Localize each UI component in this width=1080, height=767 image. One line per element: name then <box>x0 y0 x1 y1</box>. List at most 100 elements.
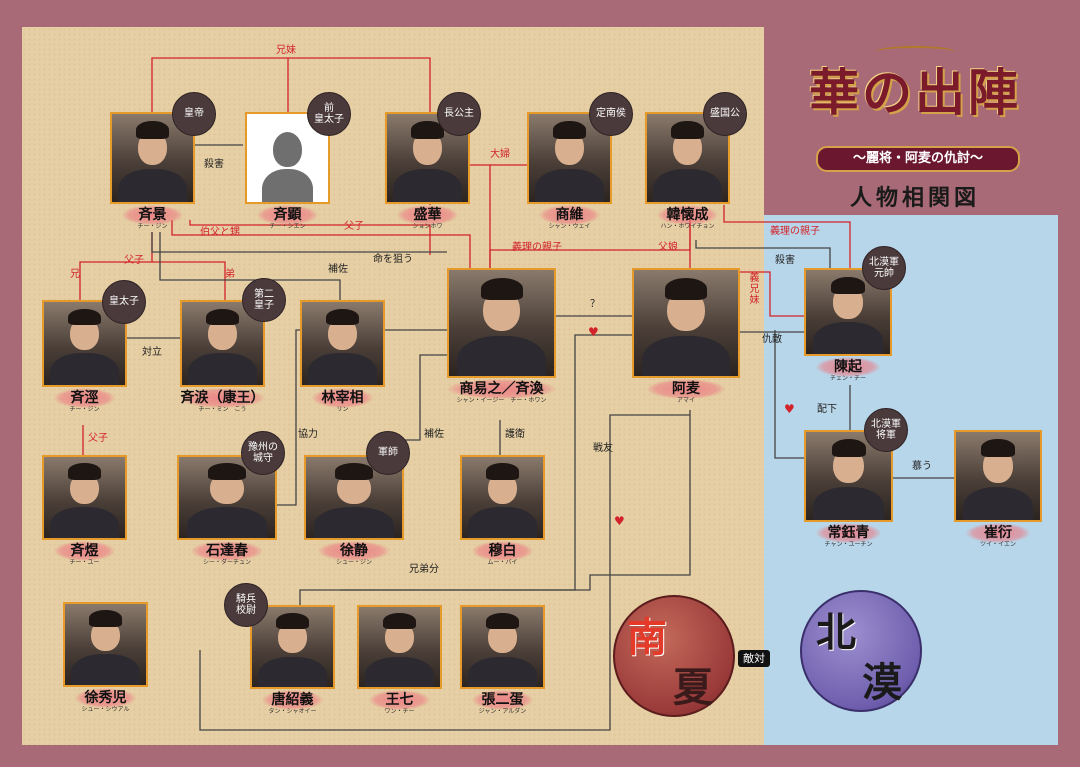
label-question: ？ <box>590 299 600 310</box>
char-kana: チー・ジン <box>69 406 100 413</box>
label-uncle: 伯父と甥 <box>200 227 240 238</box>
label-kill2: 殺害 <box>775 255 795 266</box>
label-fatherson3: 父子 <box>88 433 108 444</box>
role-badge: 第二 皇子 <box>242 278 286 322</box>
char-name: 徐秀児 <box>84 690 127 706</box>
role-badge: 長公主 <box>437 92 481 136</box>
role-badge: 皇太子 <box>102 280 146 324</box>
char-name: 常鈺青 <box>827 525 870 541</box>
label-younger: 弟 <box>225 269 235 280</box>
label-cooperate: 協力 <box>298 429 318 440</box>
char-name: 石達春 <box>206 543 248 559</box>
char-kana: シャン・ウェイ <box>548 223 591 230</box>
role-badge: 軍師 <box>366 431 410 475</box>
south-char-1: 南 <box>627 614 667 661</box>
char-kana: ムー・バイ <box>487 559 518 566</box>
char-kana: シュー・ジン <box>335 559 372 566</box>
label-adopt: 義理の親子 <box>512 242 562 253</box>
line-sworn <box>740 271 804 317</box>
label-assassin: 命を狙う <box>373 254 413 265</box>
role-badge: 豫州の 城守 <box>241 431 285 475</box>
portrait <box>645 112 730 204</box>
portrait <box>460 455 545 540</box>
char-name: 張二蛋 <box>481 692 524 708</box>
char-name: 穆白 <box>488 543 517 559</box>
portrait <box>42 455 127 540</box>
portrait <box>250 605 335 689</box>
label-fatherdaughter: 父娘 <box>658 242 678 253</box>
char-kana: シュー・シウアル <box>81 706 130 713</box>
line-kill2 <box>695 240 831 268</box>
label-couple: 大婦 <box>490 149 510 160</box>
char-name: 斉煜 <box>70 543 99 559</box>
char-kana: ワン・チー <box>384 708 415 715</box>
line-adopt-north <box>723 205 851 268</box>
portrait <box>460 605 545 689</box>
char-name: 盛華 <box>413 207 442 223</box>
char-kana: チー・ジン <box>137 223 168 230</box>
char-name: 斉涙（康王） <box>180 390 265 406</box>
char-kana: アマイ <box>676 397 695 404</box>
portrait <box>632 268 740 378</box>
role-badge: 盛国公 <box>703 92 747 136</box>
char-kana: ジャン・アルダン <box>478 708 527 715</box>
role-badge: 前 皇太子 <box>307 92 351 136</box>
label-brothers: 兄弟分 <box>409 564 439 575</box>
label-comrade: 戦友 <box>593 443 613 454</box>
portrait <box>954 430 1042 522</box>
portrait <box>177 455 277 540</box>
role-badge: 騎兵 校尉 <box>224 583 268 627</box>
char-kana: チー・ユー <box>69 559 100 566</box>
chart-caption: 人物相関図 <box>849 185 980 211</box>
label-rival: 対立 <box>142 347 162 358</box>
label-sworn: 義兄妹 <box>747 272 758 305</box>
label-admire: 慕う <box>912 461 932 472</box>
label-adopt-north: 義理の親子 <box>770 226 820 237</box>
role-badge: 皇帝 <box>172 92 216 136</box>
title-ornament <box>875 46 955 58</box>
portrait <box>385 112 470 204</box>
char-name: 崔衍 <box>984 525 1012 541</box>
north-char-1: 北 <box>816 609 856 656</box>
char-kana: ハン・ホワイチョン <box>660 223 715 230</box>
label-elder: 兄 <box>70 269 80 280</box>
label-siblings: 兄妹 <box>276 45 296 56</box>
line-siblings <box>151 57 431 112</box>
role-badge: 北漠軍 元帥 <box>862 246 906 290</box>
line-fatherson-top <box>189 220 431 255</box>
portrait <box>304 455 404 540</box>
char-name: 斉涇 <box>70 390 99 406</box>
char-name: 唐紹義 <box>271 692 314 708</box>
label-enemy: 仇敵 <box>762 334 782 345</box>
line-changyu <box>774 330 804 459</box>
line-xiuer <box>199 414 690 731</box>
char-name: 阿麦 <box>672 381 700 397</box>
role-badge: 定南侯 <box>589 92 633 136</box>
char-name: 韓懐成 <box>666 207 709 223</box>
char-kana: チャン・ユーチン <box>824 541 873 548</box>
north-faction-circle: 北 漠 <box>800 590 922 712</box>
heart-icon: ♥ <box>614 514 625 528</box>
char-name: 陳起 <box>834 359 862 375</box>
label-fatherson: 父子 <box>344 221 364 232</box>
char-kana: タン・シャオイー <box>268 708 317 715</box>
portrait <box>357 605 442 689</box>
char-kana: ツイ・イエン <box>980 541 1016 548</box>
label-guard: 護衛 <box>505 429 525 440</box>
char-kana: チェン・チー <box>829 375 866 382</box>
char-name: 徐静 <box>340 543 368 559</box>
char-kana: チー・シエン <box>269 223 306 230</box>
char-name: 商維 <box>555 207 584 223</box>
title-block: 華の出陣 〜麗将・阿麦の仇討〜 人物相関図 <box>780 46 1050 211</box>
enemy-relation-label: 敵対 <box>738 650 770 667</box>
label-assist: 補佐 <box>328 264 348 275</box>
char-kana: シャン・イージー チー・ホワン <box>456 397 547 404</box>
heart-icon: ♥ <box>784 402 795 416</box>
line-assist-lin <box>159 232 341 300</box>
line-assassin <box>151 232 447 253</box>
heart-icon: ♥ <box>588 325 599 339</box>
role-badge: 北漠軍 将軍 <box>864 408 908 452</box>
char-kana: チー・ミン こう <box>198 406 247 413</box>
label-fatherson2: 父子 <box>124 255 144 266</box>
